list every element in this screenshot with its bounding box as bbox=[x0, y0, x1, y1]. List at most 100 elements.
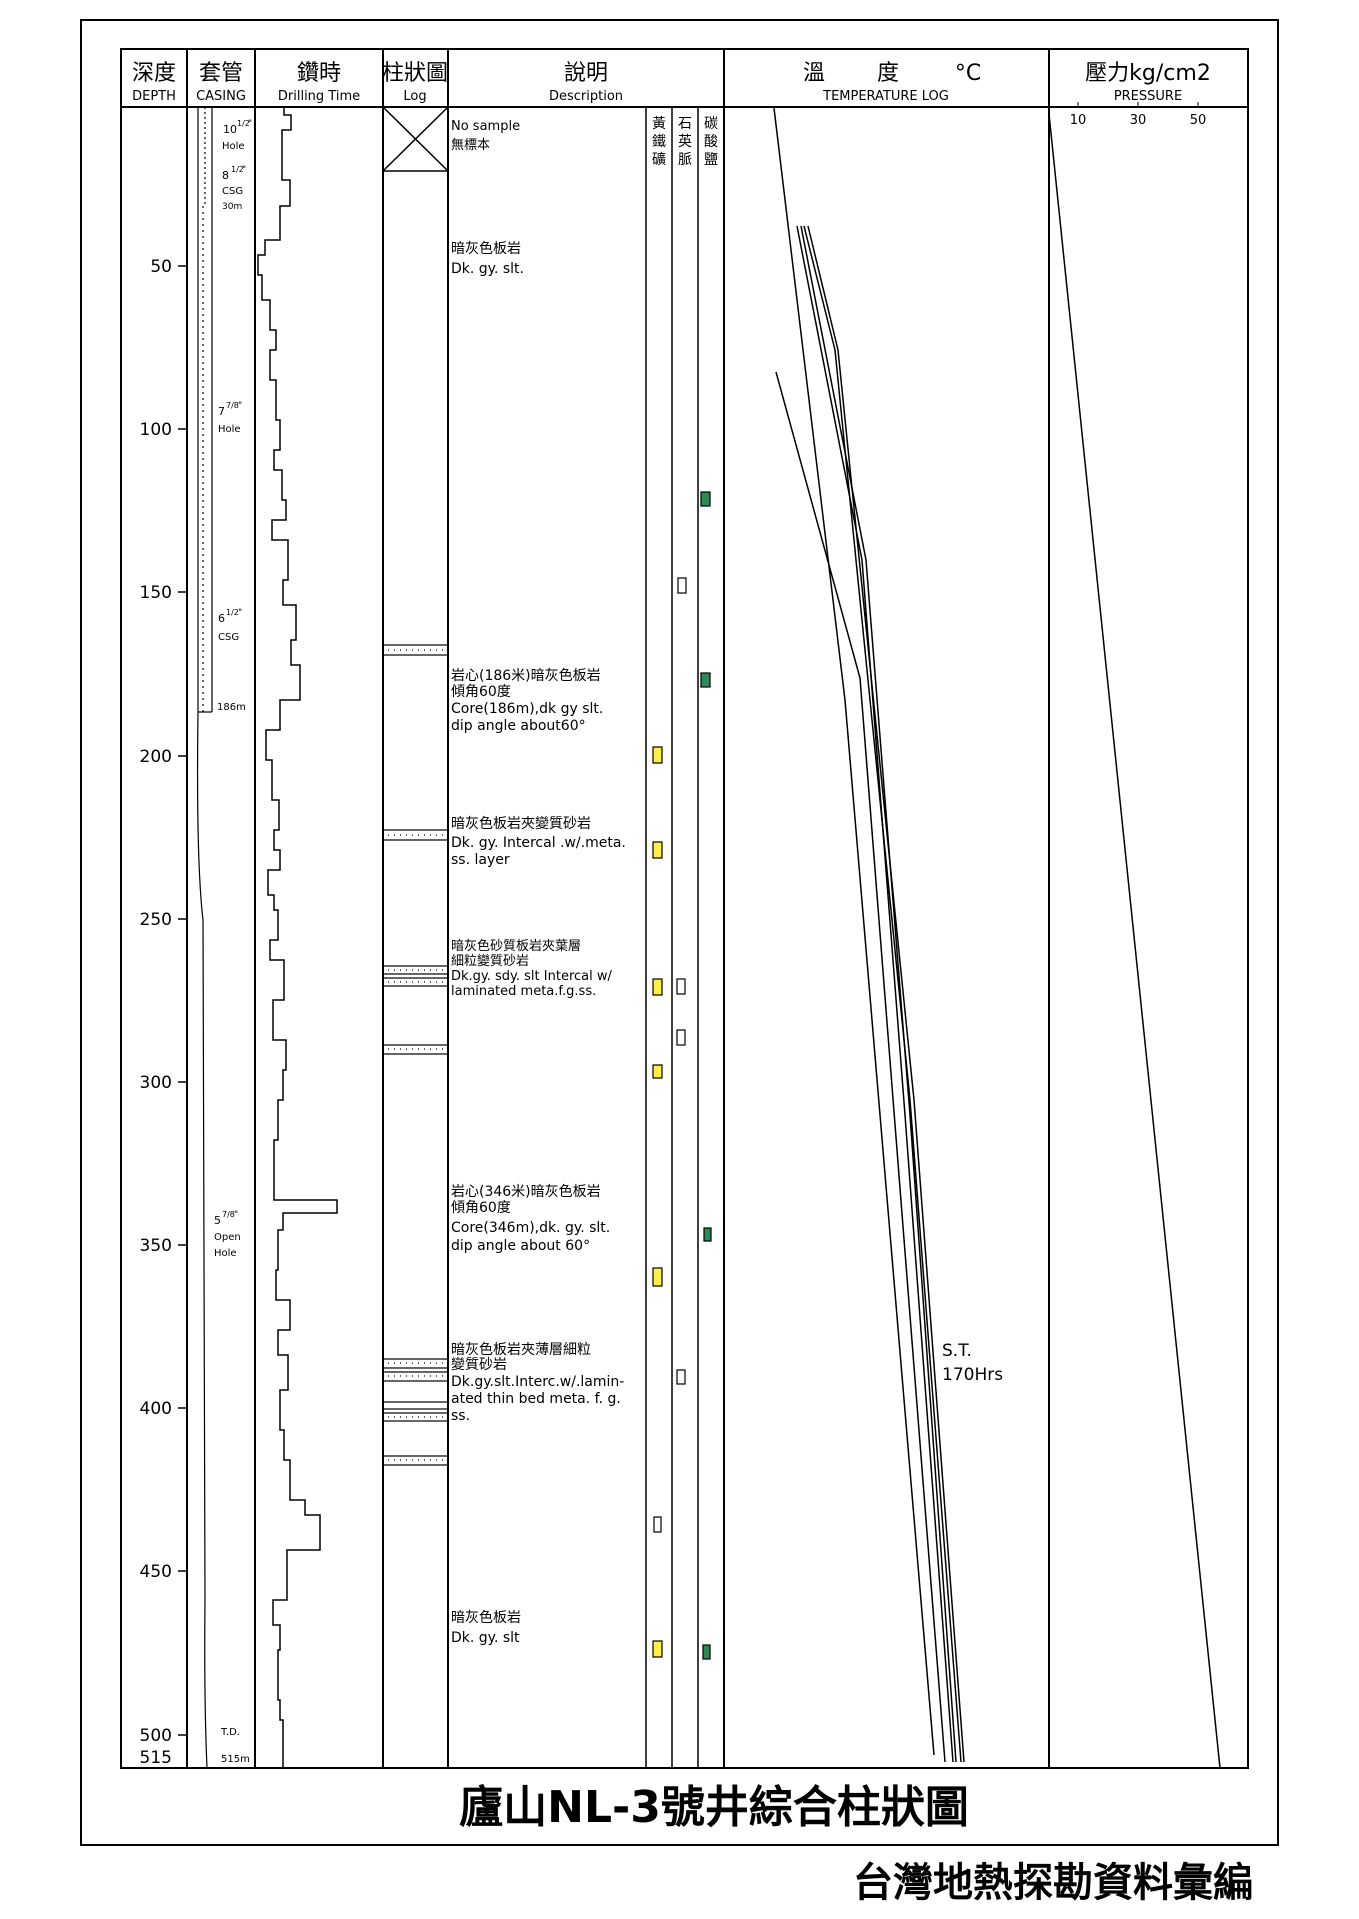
casing-label: 10 bbox=[223, 123, 237, 136]
casing-label: 7/8 bbox=[222, 1210, 235, 1219]
casing-label: " bbox=[248, 119, 252, 129]
temperature-curve bbox=[803, 225, 962, 1763]
description-text: 暗灰色板岩夾薄層細粒 bbox=[451, 1341, 591, 1358]
casing-label: " bbox=[242, 165, 246, 175]
casing-label: CSG bbox=[222, 186, 243, 197]
header-temp-unit: °C bbox=[955, 61, 981, 86]
description-text: dip angle about60° bbox=[451, 718, 586, 734]
casing-label: Hole bbox=[218, 424, 241, 435]
quartz-marker bbox=[676, 1029, 686, 1046]
casing-label: 1/2 bbox=[226, 608, 239, 617]
header-temp-zh-2: 度 bbox=[877, 61, 899, 86]
carbonate-marker bbox=[700, 672, 711, 688]
column-dividers bbox=[186, 49, 1050, 1768]
temp-note-st: S.T. bbox=[942, 1341, 972, 1361]
depth-tick: 300 bbox=[140, 1073, 172, 1093]
pressure-tick: 50 bbox=[1190, 113, 1207, 128]
description-text: ss. layer bbox=[451, 852, 510, 868]
header-log-zh: 柱狀圖 bbox=[382, 61, 448, 86]
description-text: Dk. gy. slt. bbox=[451, 261, 524, 277]
depth-tick: 200 bbox=[140, 747, 172, 767]
temperature-curve bbox=[773, 107, 935, 1756]
drilling-time-curve bbox=[257, 107, 338, 1768]
pyrite-marker bbox=[652, 1640, 663, 1658]
pressure-tick: 30 bbox=[1130, 113, 1147, 128]
header-desc-en: Description bbox=[549, 89, 623, 104]
description-text: dip angle about 60° bbox=[451, 1238, 590, 1254]
footer-text: 台灣地熱探勘資料彙編 bbox=[853, 1860, 1253, 1906]
depth-tick: 400 bbox=[140, 1399, 172, 1419]
pyrite-marker bbox=[653, 1516, 662, 1533]
pyrite-marker bbox=[652, 841, 663, 859]
mineral-carbonate-2: 酸 bbox=[704, 134, 718, 150]
description-text: 岩心(186米)暗灰色板岩 bbox=[451, 667, 601, 684]
description-text: ss. bbox=[451, 1408, 470, 1424]
casing-label: " bbox=[238, 608, 242, 618]
chart-box bbox=[120, 48, 1249, 1769]
descriptions: No sample 無標本 暗灰色板岩 Dk. gy. slt. 岩心(186米… bbox=[451, 119, 626, 1646]
depth-tick: 100 bbox=[140, 420, 172, 440]
depth-ticks: 50 100 150 200 250 300 350 400 450 500 5… bbox=[140, 257, 172, 1768]
mineral-pyrite-1: 黃 bbox=[652, 116, 666, 132]
carbonate-marker bbox=[702, 1644, 711, 1660]
header-press-zh: 壓力kg/cm2 bbox=[1085, 61, 1211, 86]
depth-tick: 515 bbox=[140, 1748, 172, 1768]
temperature-curve bbox=[807, 225, 965, 1763]
header-depth-en: DEPTH bbox=[132, 89, 176, 104]
header-temp-en: TEMPERATURE LOG bbox=[822, 89, 949, 104]
no-sample-box bbox=[382, 106, 449, 172]
quartz-marker bbox=[676, 978, 686, 995]
casing-label: " bbox=[238, 401, 242, 411]
casing-label: T.D. bbox=[220, 1727, 240, 1738]
header-press-en: PRESSURE bbox=[1114, 89, 1182, 104]
pyrite-marker bbox=[652, 978, 663, 996]
casing-label: 186m bbox=[217, 702, 246, 713]
depth-tick: 350 bbox=[140, 1236, 172, 1256]
temperature-curve bbox=[796, 225, 954, 1763]
mineral-headers: 黃 鐵 礦 石 英 脈 碳 酸 鹽 bbox=[652, 116, 718, 168]
casing-label: Hole bbox=[214, 1248, 237, 1259]
casing-labels: 10 1/2 " Hole 8 1/2 " CSG 30m 7 7/8 " Ho… bbox=[214, 119, 252, 1765]
mineral-quartz-1: 石 bbox=[678, 116, 692, 132]
depth-tick: 500 bbox=[140, 1726, 172, 1746]
outer-frame bbox=[80, 19, 1279, 1846]
mineral-carbonate-3: 鹽 bbox=[704, 152, 718, 168]
pressure-ticks: 10 30 50 bbox=[1070, 113, 1207, 128]
description-text: 無標本 bbox=[451, 138, 490, 153]
pyrite-marker bbox=[652, 1267, 663, 1287]
casing-label: 7/8 bbox=[226, 401, 239, 410]
temp-note-hrs: 170Hrs bbox=[942, 1365, 1003, 1385]
mineral-markers bbox=[652, 491, 712, 1660]
mineral-quartz-2: 英 bbox=[678, 133, 692, 150]
description-text: 傾角60度 bbox=[451, 684, 511, 700]
description-text: 變質砂岩 bbox=[451, 1357, 507, 1373]
description-text: 細粒變質砂岩 bbox=[451, 953, 529, 969]
casing-label: 1/2 bbox=[231, 165, 244, 174]
quartz-marker bbox=[677, 577, 687, 594]
casing-label: 5 bbox=[214, 1214, 221, 1227]
description-text: laminated meta.f.g.ss. bbox=[451, 984, 596, 999]
mineral-pyrite-3: 礦 bbox=[652, 151, 666, 168]
header-depth-zh: 深度 bbox=[132, 61, 176, 86]
description-text: Dk.gy. sdy. slt Intercal w/ bbox=[451, 969, 612, 984]
casing-label: 30m bbox=[222, 202, 242, 212]
carbonate-marker bbox=[700, 491, 711, 507]
mineral-dividers bbox=[645, 107, 699, 1768]
description-text: 暗灰色板岩 bbox=[451, 1609, 521, 1626]
depth-tick-marks bbox=[178, 265, 187, 1736]
pyrite-marker bbox=[652, 746, 663, 764]
description-text: Dk. gy. Intercal .w/.meta. bbox=[451, 835, 626, 851]
description-text: Dk. gy. slt bbox=[451, 1630, 520, 1646]
log-bands bbox=[382, 644, 449, 1466]
description-text: 傾角60度 bbox=[451, 1200, 511, 1216]
casing-label: 6 bbox=[218, 612, 225, 625]
casing-label: 515m bbox=[221, 1754, 250, 1765]
quartz-marker bbox=[676, 1369, 686, 1385]
description-text: ated thin bed meta. f. g. bbox=[451, 1391, 621, 1407]
description-text: Dk.gy.slt.Interc.w/.lamin- bbox=[451, 1374, 624, 1390]
temperature-curve bbox=[800, 225, 957, 1763]
casing-label: 8 bbox=[222, 169, 229, 182]
casing-label: " bbox=[234, 1210, 238, 1220]
casing-label: CSG bbox=[218, 632, 239, 643]
description-text: 暗灰色砂質板岩夾葉層 bbox=[451, 938, 581, 954]
